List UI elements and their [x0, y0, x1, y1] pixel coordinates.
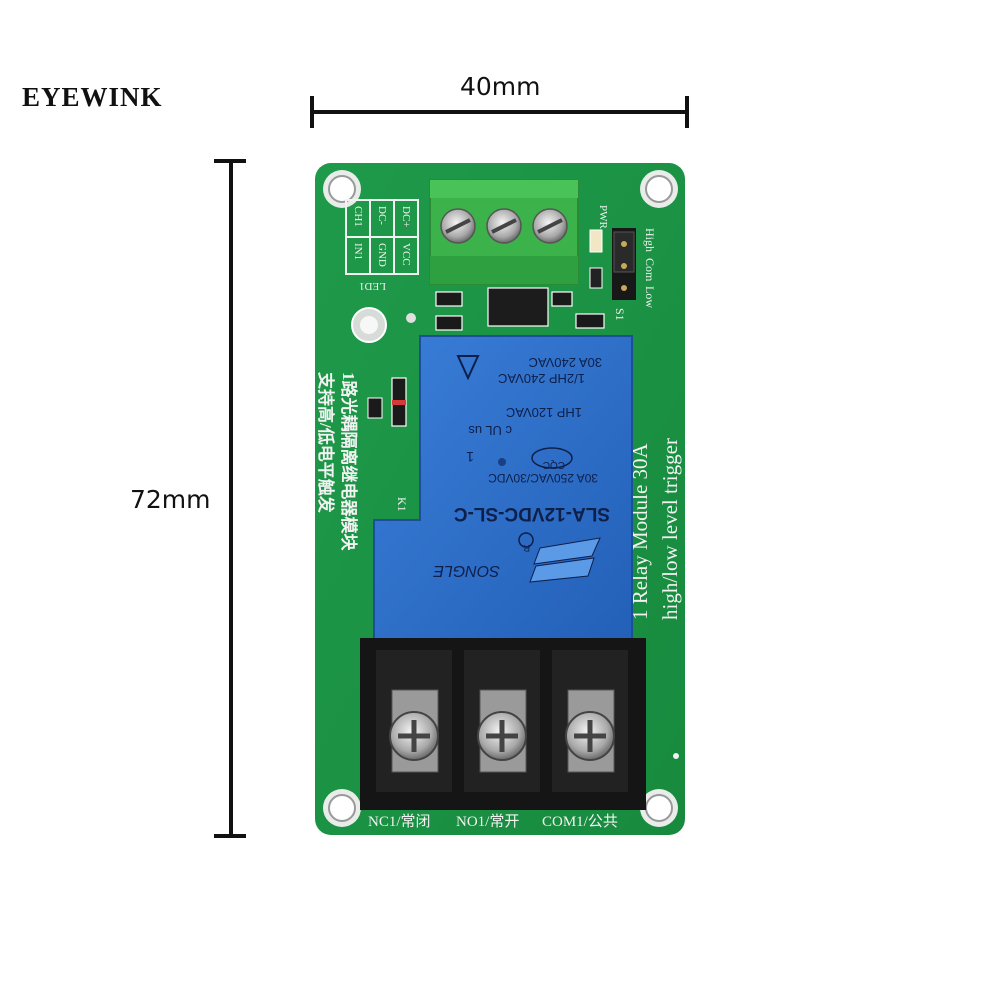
terminal-label-no1: NO1/常开 — [456, 813, 519, 830]
jumper-header — [612, 228, 636, 300]
label-vcc: VCC — [400, 243, 412, 266]
relay-cqc-mark: CQC — [543, 459, 565, 470]
label-ch1: CH1 — [352, 206, 364, 227]
relay-registered-mark: R — [523, 543, 530, 553]
terminal-label-com1: COM1/公共 — [542, 813, 618, 830]
jumper-low-label: Low — [643, 286, 657, 308]
terminal-label-nc1: NC1/常闭 — [368, 813, 431, 830]
mounting-holes — [323, 170, 678, 827]
height-dimension-bottom-cap — [214, 834, 246, 838]
registered-circle — [518, 532, 534, 548]
relay-pin-mark: 1 — [466, 449, 474, 465]
jumper-high-label: High — [643, 228, 657, 252]
terminal-screw-no1 — [477, 689, 527, 773]
songle-logo-icon — [533, 537, 601, 565]
pwr-label: PWR — [597, 205, 609, 230]
english-label-line-2: high/low level trigger — [658, 438, 682, 620]
label-dc-minus: DC- — [376, 206, 388, 225]
resistor-r2 — [589, 267, 603, 289]
height-dimension-top-cap — [214, 159, 246, 163]
label-gnd: GND — [376, 243, 388, 267]
relay-model: SLA-12VDC-SL-C — [453, 503, 610, 524]
jumper-com-label: Com — [643, 258, 657, 282]
led1-label: LED1 — [359, 280, 386, 292]
height-dimension-line — [229, 160, 233, 837]
resistor-r1 — [367, 397, 383, 419]
input-pin-grid: DC+ DC- CH1 VCC GND IN1 — [345, 199, 419, 275]
input-screw-terminal — [429, 179, 579, 285]
pwr-led — [589, 229, 603, 253]
output-screw-terminal — [360, 638, 646, 810]
relay-rating-1: 30A 240VAC — [529, 355, 602, 370]
label-in1: IN1 — [352, 243, 364, 260]
relay-rating-3: 1HP 120VAC — [506, 405, 582, 420]
smd-components — [435, 287, 605, 331]
relay-ref-label: K1 — [395, 497, 409, 512]
width-dimension-left-cap — [310, 96, 314, 128]
relay-brand: SONGLE — [433, 562, 500, 579]
height-dimension-label: 72mm — [130, 485, 211, 514]
warning-triangle — [456, 355, 480, 381]
chinese-label-line-2: 支持高/低电平触发 — [316, 372, 336, 514]
relay-ul-mark: c UL us — [468, 423, 512, 438]
jumper-name: S1 — [613, 308, 627, 321]
width-dimension-right-cap — [685, 96, 689, 128]
terminal-screw-nc1 — [389, 689, 439, 773]
terminal-screw-com1 — [565, 689, 615, 773]
relay-rating-4: 30A 250VAC/30VDC — [488, 471, 598, 485]
relay-rating-2: 1/2HP 240VAC — [498, 371, 585, 386]
chinese-label-line-1: 1路光耦隔离继电器模块 — [339, 372, 359, 551]
label-dc-plus: DC+ — [400, 206, 412, 227]
width-dimension-line — [312, 110, 688, 114]
brand-logo: EYEWINK — [22, 82, 163, 112]
width-dimension-label: 40mm — [460, 72, 541, 101]
